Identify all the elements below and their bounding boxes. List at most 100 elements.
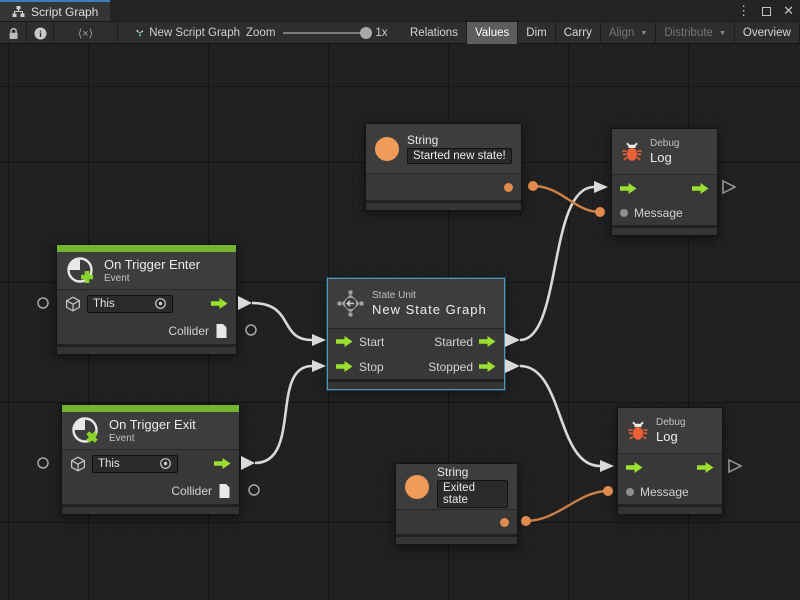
gameobject-cube-icon <box>66 296 80 311</box>
string-input[interactable]: Started new state! <box>407 147 512 164</box>
collider-file-icon <box>216 323 227 338</box>
lock-icon <box>9 27 18 39</box>
window-controls: ⋮ ✕ <box>737 0 794 22</box>
node-state-unit[interactable]: State Unit New State Graph Start Started… <box>327 278 505 390</box>
zoom-slider-handle[interactable] <box>360 27 373 39</box>
lock-button[interactable] <box>0 22 27 44</box>
node-debug-log-bottom[interactable]: Debug Log Message <box>617 407 723 515</box>
port-label: Start <box>359 334 385 349</box>
dim-button[interactable]: Dim <box>518 22 556 44</box>
unconnected-value-port[interactable] <box>37 457 49 469</box>
wire-source-arrow[interactable] <box>238 296 252 310</box>
stopped-output-port[interactable] <box>479 361 496 372</box>
graph-title: New Script Graph <box>130 22 240 44</box>
node-kind: Debug <box>656 416 686 428</box>
tab-bar: Script Graph ⋮ ✕ <box>0 0 800 22</box>
close-icon[interactable]: ✕ <box>783 3 794 18</box>
node-string-top[interactable]: String Started new state! <box>365 123 522 211</box>
node-title: New State Graph <box>372 301 487 317</box>
node-title: On Trigger Enter <box>104 256 201 272</box>
node-kind: State Unit <box>372 289 416 301</box>
port-label: Stop <box>359 359 384 374</box>
tab-script-graph[interactable]: Script Graph <box>0 0 111 21</box>
target-dropdown[interactable]: This <box>87 294 173 313</box>
relations-button[interactable]: Relations <box>402 22 467 44</box>
object-picker-icon[interactable] <box>154 297 167 310</box>
unconnected-value-port[interactable] <box>245 324 257 336</box>
node-title: String <box>437 464 469 479</box>
trigger-enter-icon <box>67 256 93 283</box>
event-color-bar <box>62 405 239 412</box>
start-input-port[interactable] <box>336 336 353 347</box>
wire-arrowhead <box>594 181 608 193</box>
message-input-port[interactable] <box>620 209 628 217</box>
stop-input-port[interactable] <box>336 361 353 372</box>
exec-input-port[interactable] <box>626 461 643 473</box>
info-icon: i <box>34 27 46 39</box>
value-wire-dot[interactable] <box>595 207 605 217</box>
node-subtitle: Event <box>109 432 135 444</box>
info-button[interactable]: i <box>27 22 54 44</box>
node-footer <box>366 200 521 210</box>
unconnected-value-port[interactable] <box>248 484 260 496</box>
graph-canvas[interactable]: String Started new state! Debug Log <box>0 44 800 600</box>
unconnected-exec-port[interactable] <box>728 458 743 474</box>
node-on-trigger-exit[interactable]: On Trigger Exit Event This Collider <box>61 404 240 515</box>
overview-button[interactable]: Overview <box>735 22 800 44</box>
unconnected-exec-port[interactable] <box>722 179 737 195</box>
chevron-down-icon: ▼ <box>718 29 726 37</box>
zoom-control: Zoom 1x <box>246 22 400 44</box>
wire-source-arrow[interactable] <box>241 456 255 470</box>
unconnected-value-port[interactable] <box>37 297 49 309</box>
collider-file-icon <box>219 483 230 498</box>
wire-source-arrow[interactable] <box>505 333 520 347</box>
exec-output-port[interactable] <box>692 182 709 194</box>
tab-title: Script Graph <box>31 4 99 19</box>
carry-button[interactable]: Carry <box>556 22 601 44</box>
port-label: Collider <box>171 483 212 498</box>
bug-icon <box>628 421 648 440</box>
value-wire-dot[interactable] <box>528 181 538 191</box>
values-button[interactable]: Values <box>466 22 519 44</box>
port-label: Message <box>634 206 683 220</box>
string-output-port[interactable] <box>504 182 513 192</box>
target-dropdown[interactable]: This <box>92 454 178 473</box>
wire-arrowhead <box>600 460 614 472</box>
message-input-port[interactable] <box>626 488 634 496</box>
string-output-port[interactable] <box>500 517 509 527</box>
node-footer <box>62 504 239 514</box>
gameobject-cube-icon <box>71 456 85 471</box>
value-wire-dot[interactable] <box>521 516 531 526</box>
node-title: String <box>407 132 439 147</box>
wire-source-arrow[interactable] <box>505 359 520 373</box>
zoom-slider[interactable] <box>283 27 373 39</box>
string-input[interactable]: Exited state <box>437 479 508 508</box>
node-title: Log <box>656 428 678 444</box>
node-title: On Trigger Exit <box>109 416 196 432</box>
node-footer <box>57 344 236 354</box>
node-string-bottom[interactable]: String Exited state <box>395 463 518 545</box>
align-dropdown[interactable]: Align▼ <box>601 22 657 44</box>
exec-output-port[interactable] <box>211 298 228 309</box>
maximize-icon[interactable] <box>762 6 772 16</box>
zoom-value: 1x <box>375 27 388 39</box>
bug-icon <box>622 142 642 161</box>
node-subtitle: Event <box>104 272 130 284</box>
node-on-trigger-enter[interactable]: On Trigger Enter Event This Collider <box>56 244 237 355</box>
exec-output-port[interactable] <box>697 461 714 473</box>
node-footer <box>618 504 722 514</box>
nest-breadcrumb-icon[interactable]: ⟨×⟩ <box>54 22 118 44</box>
exec-output-port[interactable] <box>214 458 231 469</box>
exec-input-port[interactable] <box>620 182 637 194</box>
graph-toolbar: i ⟨×⟩ New Script Graph Zoom 1x Relations… <box>0 22 800 44</box>
distribute-dropdown[interactable]: Distribute▼ <box>656 22 735 44</box>
wire-arrowhead <box>312 360 326 372</box>
window-menu-icon[interactable]: ⋮ <box>737 3 751 18</box>
object-picker-icon[interactable] <box>159 457 172 470</box>
state-unit-icon <box>337 290 364 317</box>
value-wire-dot[interactable] <box>603 486 613 496</box>
started-output-port[interactable] <box>479 336 496 347</box>
node-footer <box>328 379 504 389</box>
string-value-icon <box>375 136 399 161</box>
node-debug-log-top[interactable]: Debug Log Message <box>611 128 718 236</box>
